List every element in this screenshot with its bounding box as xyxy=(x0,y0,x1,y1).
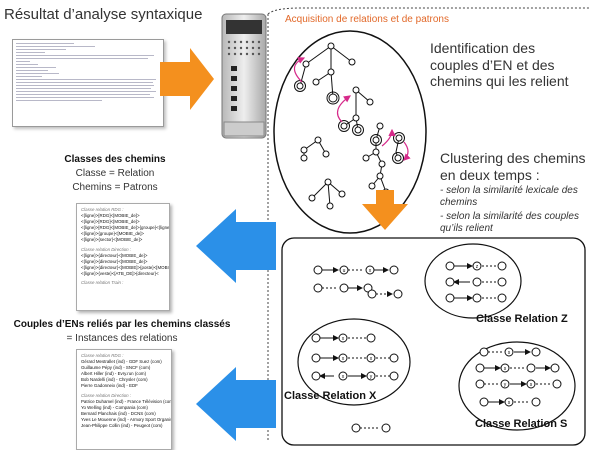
couples-sub: = Instances des relations xyxy=(66,333,178,344)
class-header: Classe relation RDG : xyxy=(81,353,124,358)
classes-document: Classe relation RDG : <{ligne}>[RDG]<[MO… xyxy=(76,203,170,311)
instance-line: Jean-Philippe Collin (ind) - Peugeot (co… xyxy=(81,423,163,429)
instance-line: Patrice Duhamel (ind) - France Télévisio… xyxy=(81,398,172,404)
cluster-x-chains xyxy=(311,333,399,381)
pattern-line: <{ligne}>{sector}<[MOBIE_de]> xyxy=(81,237,143,243)
instance-line: Bob Nardelli (ind) - Chrysler (com) xyxy=(81,377,148,383)
cluster-label-s: Classe Relation S xyxy=(475,418,568,430)
pattern-line: <{ligne}>[RDG]<[MOBIE_de]> xyxy=(81,213,140,219)
pattern-line: <{ligne}>{veste}<[ATB_DE]>{directeur}< xyxy=(81,270,159,276)
dependency-trees xyxy=(294,42,405,210)
parse-result-title: Résultat d’analyse syntaxique xyxy=(4,6,203,23)
arrow-to-couples xyxy=(196,367,276,441)
classes-sub-2: Chemins = Patrons xyxy=(72,182,158,193)
pattern-line: <{ligne}>{groupe}<[MOBIE_de]> xyxy=(81,231,144,237)
arrow-to-clusters xyxy=(362,190,408,230)
cluster-x xyxy=(297,318,411,406)
class-header: Classe relation RDG : xyxy=(81,207,124,212)
node-glyph: x xyxy=(369,268,372,274)
arrow-parse-to-server xyxy=(160,48,214,110)
server-icon xyxy=(221,13,267,139)
classes-heading: Classes des chemins xyxy=(64,154,166,165)
node-glyphs: u x z x x x y x s s s y s xyxy=(342,264,533,406)
cluster-s xyxy=(458,341,576,431)
pattern-line: <{ligne}>{directeur}<[MOBIE_de]> xyxy=(81,252,148,258)
couples-heading: Couples d’ENs reliés par les chemins cla… xyxy=(13,319,231,330)
node-glyph: x xyxy=(342,336,345,342)
node-glyph: z xyxy=(476,264,479,270)
pattern-line: <{ligne}>{directeur}<[MOBIE]>{poste}<[MO… xyxy=(81,264,169,270)
node-glyph: x xyxy=(342,356,345,362)
class-header: Classe relation Direction : xyxy=(81,392,132,398)
highlighted-paths xyxy=(293,57,411,161)
class-header: Classe relation Direction : xyxy=(81,246,132,252)
instances-document: Classe relation RDG : Gérard Mestrallet … xyxy=(76,349,172,450)
class-header: Classe relation Train : xyxy=(81,280,124,286)
cluster-label-z: Classe Relation Z xyxy=(476,313,568,325)
node-glyph: s xyxy=(504,366,507,372)
pattern-line: <{ligne}>[RDG]<[MOBIE_de]> xyxy=(81,219,140,225)
classes-sub-1: Classe = Relation xyxy=(75,168,155,179)
instance-line: Guillaume Pépy (ind) - SNCF (com) xyxy=(81,365,151,371)
node-glyph: s xyxy=(530,382,533,388)
cluster-z-chains xyxy=(445,261,507,303)
instance-line: Pierre Gadonneix (ind) - EDF xyxy=(81,383,138,389)
clusters-box xyxy=(281,237,586,446)
pattern-line: <{ligne}>[RDG]<[MOBIE_de]>{groupe}<{lign… xyxy=(81,225,170,231)
node-glyph: s xyxy=(508,350,511,356)
instance-line: Bernard Planchais (ind) - DCNS (com) xyxy=(81,410,156,416)
clustering-title: Clustering des chemins en deux temps : xyxy=(440,150,586,183)
cluster-chains xyxy=(313,265,403,433)
node-glyph: y xyxy=(504,382,507,388)
clustering-criterion-2: - selon la similarité des couples qu’ils… xyxy=(440,211,579,234)
clustering-criterion-1: - selon la similarité lexicale des chemi… xyxy=(440,185,578,208)
cluster-z xyxy=(424,243,522,319)
instance-line: Albert Hiller (ind) - Evry.run (com) xyxy=(81,371,147,377)
arrow-to-classes xyxy=(196,209,276,283)
node-glyph: y xyxy=(370,374,373,380)
acquisition-title: Acquisition de relations et de patrons xyxy=(285,14,449,25)
cluster-s-chains xyxy=(475,347,562,407)
instance-line: Yves Le Mouenne (ind) - Armory Sport Org… xyxy=(81,416,171,422)
node-glyph: u xyxy=(343,268,346,274)
instance-line: Yo Welling (ind) - Compania (com) xyxy=(81,404,148,410)
node-glyph: s xyxy=(508,400,511,406)
node-glyph: x xyxy=(370,356,373,362)
instance-line: Gérard Mestrallet (ind) - GDF Suez (com) xyxy=(81,359,162,365)
path-identification-ellipse xyxy=(273,30,427,234)
pattern-line: <{ligne}>{directeur}<[MOBIE_de]> xyxy=(81,258,148,264)
identification-text: Identification des couples d’EN et des c… xyxy=(430,40,569,89)
node-glyph: x xyxy=(342,374,345,380)
cluster-label-x: Classe Relation X xyxy=(284,390,377,402)
